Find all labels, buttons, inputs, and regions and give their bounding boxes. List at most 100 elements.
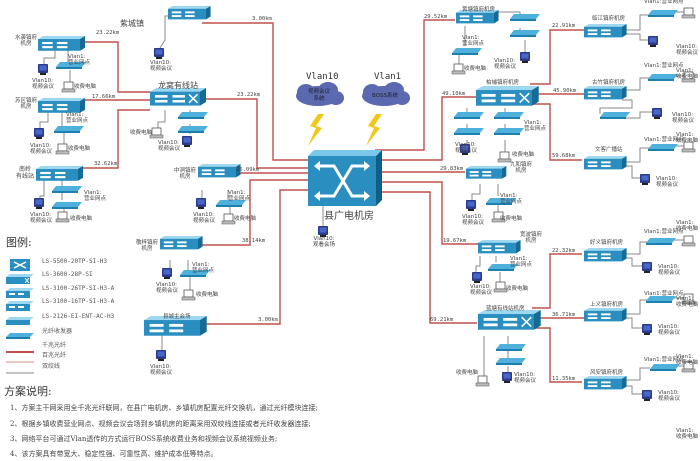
legend-title: 图例: [6,236,32,249]
billing-pc-icon [149,127,164,139]
node-label-yinshan: 敬梓镇府机房 [135,240,158,252]
distance-label: 26.09km [236,167,260,173]
node-label-boshan: 柏埔镇府机房 [486,80,520,86]
cloud-video-conf-label: 视频会议系统 [307,89,330,102]
vlan1-business-label: Vlan1:营业网点 [644,0,684,5]
twisted-pair [43,50,56,64]
legend-item: 光纤收发器 [6,324,73,339]
node-label-shangyi: 上义镇府机房 [590,302,624,308]
distance-label: 19.67km [443,238,467,244]
vlan1-billing-label: Vlan1:收费电脑 [676,132,699,144]
vlan10-video-label: Vlan10:视频会议 [658,390,681,402]
billing-pc-label: 收费电脑 [512,152,535,158]
cloud-boss-label: BOSS系统 [372,93,398,99]
billing-pc-icon [497,151,512,163]
vlan1-business-label: Vlan1:营业网点 [68,54,91,66]
billing-pc-label: 收费电脑 [464,66,487,72]
distance-label: 3.00km [252,16,272,22]
twisted-pair [622,257,642,267]
billing-pc-icon [55,143,70,155]
vlan10-video-label: Vlan10:视频会议 [494,58,517,70]
fiber-link-huangtang [375,19,455,151]
fiber-transceiver-icon [452,48,482,55]
legend-item: 双绞线 [6,359,60,374]
legend-label: 千兆光纤 [42,341,67,349]
billing-pc-label: 收费电脑 [68,146,91,152]
distance-label: 23.22km [237,92,261,98]
vlan10-video-label: Vlan10:视频会议 [462,214,485,226]
billing-pc-icon [681,235,696,247]
billing-pc-icon [181,289,196,301]
distance-label: 22.32km [552,248,576,254]
video-terminal-icon [640,174,650,185]
legend-label: 光纤收发器 [42,327,73,335]
vlan1-business-label: Vlan1:营业网点 [462,35,485,47]
billing-pc-icon [681,71,696,83]
twisted-pair [622,14,650,31]
access-switch-2126-icon [6,311,34,325]
billing-pc-icon [681,7,696,19]
gigabit-fiber-line [6,339,34,353]
core-switch-icon [308,150,382,206]
distance-label: 17.66km [92,94,116,100]
fiber-link-zicheng [202,22,310,161]
video-terminal-icon [472,272,482,283]
vlan10-video-label: Vlan10:视频会议 [658,324,681,336]
vlan1-business-label: Vlan1:营业网点 [66,112,89,124]
switch-icon [584,376,627,390]
fiber-transceiver-icon [216,200,246,207]
cloud-icon [362,82,410,106]
node-label-haoyi: 好义镇府机房 [590,240,624,246]
vlan10-video-label: Vlan10:视频会议 [656,176,679,188]
node-label-zhongdong: 中洞镇府机房 [173,168,196,180]
cloud-vlan-label: Vlan10 [306,72,339,82]
video-terminal-icon [34,128,44,139]
distance-label: 29.52km [424,14,448,20]
vlan1-billing-label: Vlan1:收费电脑 [676,354,699,366]
billing-pc-label: 收费电脑 [500,216,523,222]
vlan1-business-label: Vlan1:营业网点 [84,190,107,202]
fiber-transceiver-icon [648,144,678,151]
l3-switch-icon [6,269,34,284]
video-terminal-icon [162,268,172,279]
billing-pc-icon [475,375,490,387]
fiber-link-lantang [375,191,477,324]
distance-label: 23.22km [96,30,120,36]
vlan1-business-label: Vlan1:营业网点 [644,229,684,235]
fiber-transceiver-icon [650,364,680,371]
vlan1-billing-label: Vlan1:收费电脑 [676,296,699,308]
node-label-xianchengzhuhuichang: 县城主会场 [163,314,191,320]
vlan10-video-label: Vlan10:视频会议 [672,112,695,124]
fiber-transceiver-icon [454,128,484,135]
billing-pc-label: 收费电脑 [130,130,153,136]
billing-pc-label: 收费电脑 [196,292,219,298]
fiber-transceiver-icon [648,10,678,17]
billing-pc-icon [681,361,696,373]
legend-item: 百兆光纤 [6,348,66,363]
vlan10-video-label: Vlan10:视频会议 [676,44,699,56]
fiber-link-kuanpo [375,181,478,245]
video-terminal-icon [318,226,328,237]
vlan1-business-label: Vlan1:营业网点 [524,120,547,132]
fiber-transceiver-icon [494,112,524,119]
billing-pc-icon [681,141,696,153]
switch-icon [160,236,203,250]
video-terminal-icon [460,144,470,155]
scheme-item: 3、网络平台可通过Vlan透传的方式运行BOSS系统收费业务和视频会议系统视频业… [10,435,278,443]
fiber-transceiver-icon [646,238,676,245]
video-terminal-icon [466,200,476,211]
fiber-transceiver-icon [494,128,524,135]
distance-label: 32.62km [94,161,118,167]
node-label-linjiang: 临江镇府机房 [592,16,626,22]
video-terminal-icon [34,198,44,209]
billing-pc-icon [451,63,466,75]
fiber-transceiver-icon [54,126,84,133]
fiber-transceiver-icon [180,270,210,277]
switch-icon [584,24,627,38]
vlan1-business-label: Vlan1:营业网点 [644,63,684,69]
legend-item: LS-2126-EI-ENT-AC-H3 [6,310,114,325]
twisted-pair [622,165,640,179]
fiber-link-nanling [78,109,150,169]
vlan10-video-label: Vlan10:视频会议 [470,284,493,296]
